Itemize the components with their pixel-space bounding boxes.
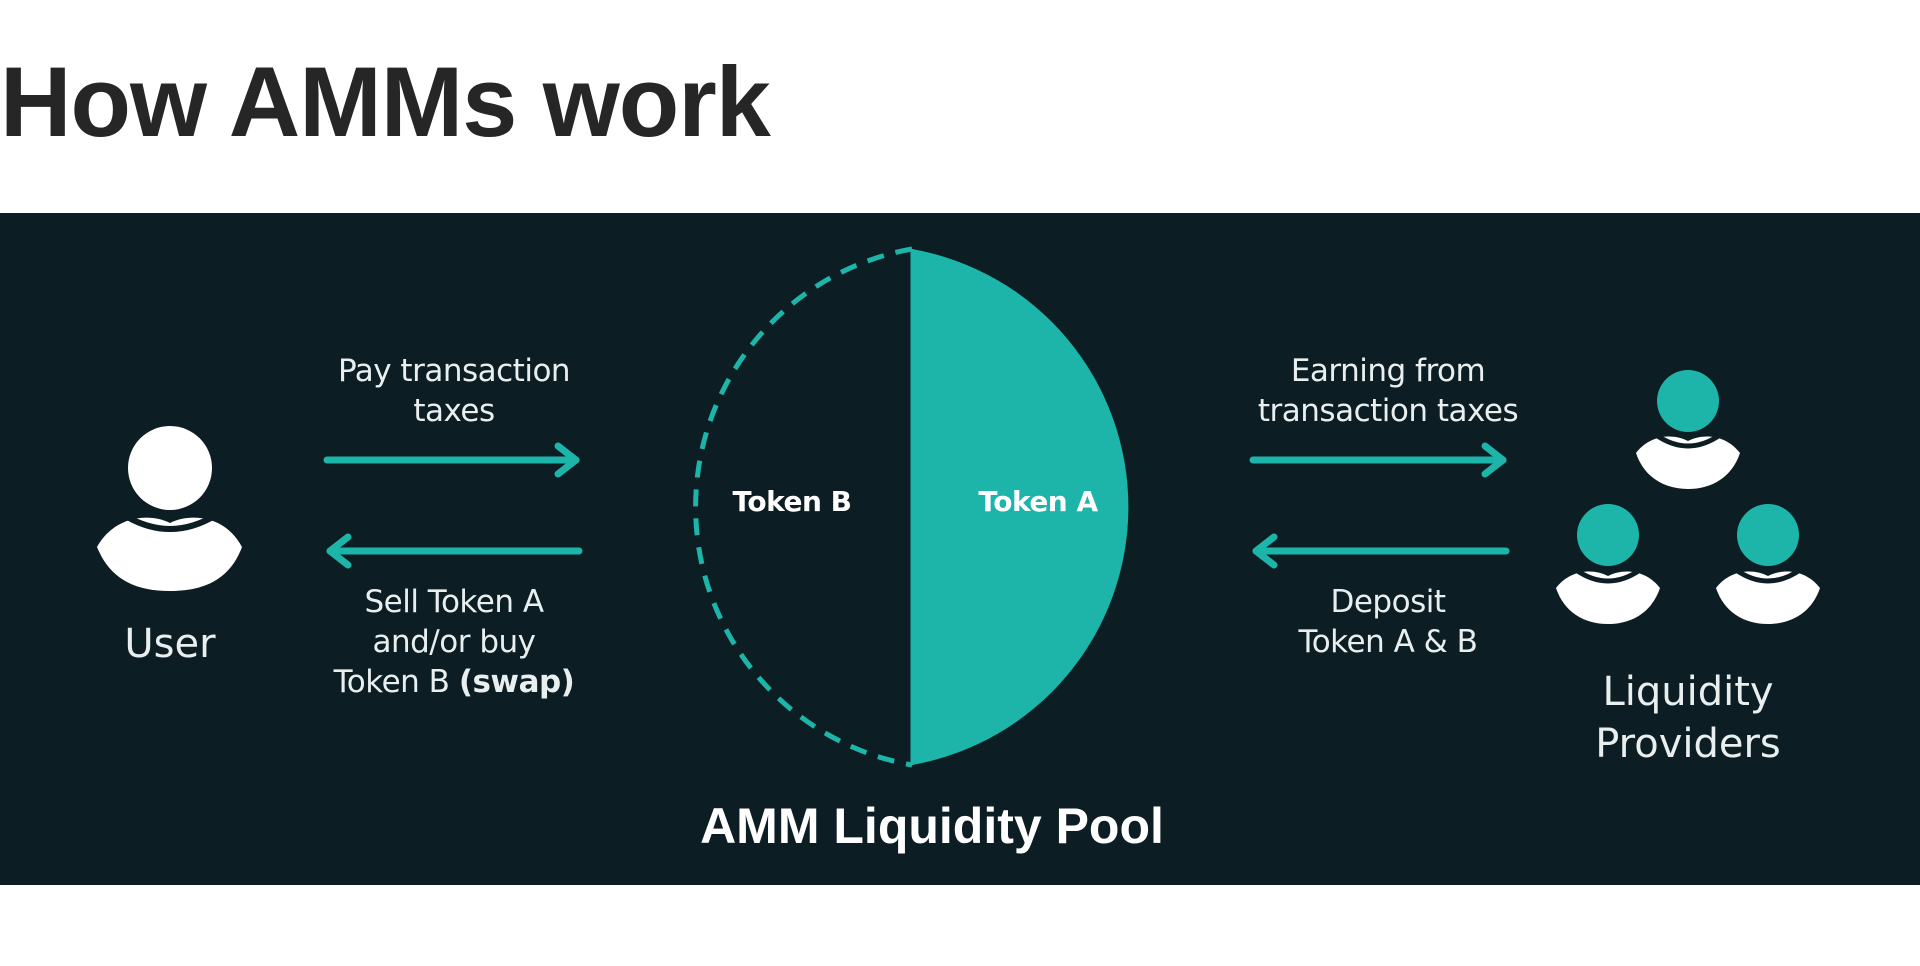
- liquidity-pool-circle: [693, 246, 1129, 768]
- providers-line-2: Providers: [1595, 721, 1781, 767]
- user-icon: [97, 426, 242, 591]
- providers-line-1: Liquidity: [1602, 669, 1774, 715]
- token-a-half: [912, 249, 1129, 765]
- sell-swap-line-2: and/or buy: [372, 624, 536, 660]
- arrow-left-icon: [1252, 533, 1510, 569]
- providers-label: Liquidity Providers: [1538, 666, 1838, 770]
- amm-diagram: User Pay transaction taxes Sell Token A …: [0, 213, 1920, 885]
- earning-line-2: transaction taxes: [1257, 393, 1519, 429]
- pay-taxes-line-1: Pay transaction: [337, 353, 571, 389]
- deposit-line-1: Deposit: [1330, 584, 1446, 620]
- pay-taxes-label: Pay transaction taxes: [300, 351, 608, 431]
- arrow-right-icon: [1249, 442, 1507, 478]
- sell-swap-line-3: Token B (swap): [300, 662, 608, 702]
- pay-taxes-line-2: taxes: [413, 393, 495, 429]
- sell-swap-label: Sell Token A and/or buy Token B (swap): [300, 582, 608, 702]
- deposit-line-2: Token A & B: [1298, 624, 1478, 660]
- user-label: User: [124, 621, 216, 667]
- sell-swap-line-1: Sell Token A: [364, 584, 544, 620]
- earning-line-1: Earning from: [1290, 353, 1486, 389]
- arrow-left-icon: [326, 533, 583, 569]
- pool-caption: AMM Liquidity Pool: [700, 798, 1164, 854]
- token-a-label: Token A: [978, 485, 1098, 518]
- earning-label: Earning from transaction taxes: [1228, 351, 1548, 431]
- token-b-label: Token B: [732, 485, 853, 518]
- deposit-label: Deposit Token A & B: [1228, 582, 1548, 662]
- arrow-right-icon: [323, 442, 580, 478]
- liquidity-providers-icon: [1556, 370, 1820, 624]
- swap-keyword: (swap): [458, 664, 575, 700]
- sell-swap-line-3-prefix: Token B: [333, 664, 459, 700]
- token-b-half-outline: [693, 246, 913, 768]
- page-title: How AMMs work: [0, 46, 771, 157]
